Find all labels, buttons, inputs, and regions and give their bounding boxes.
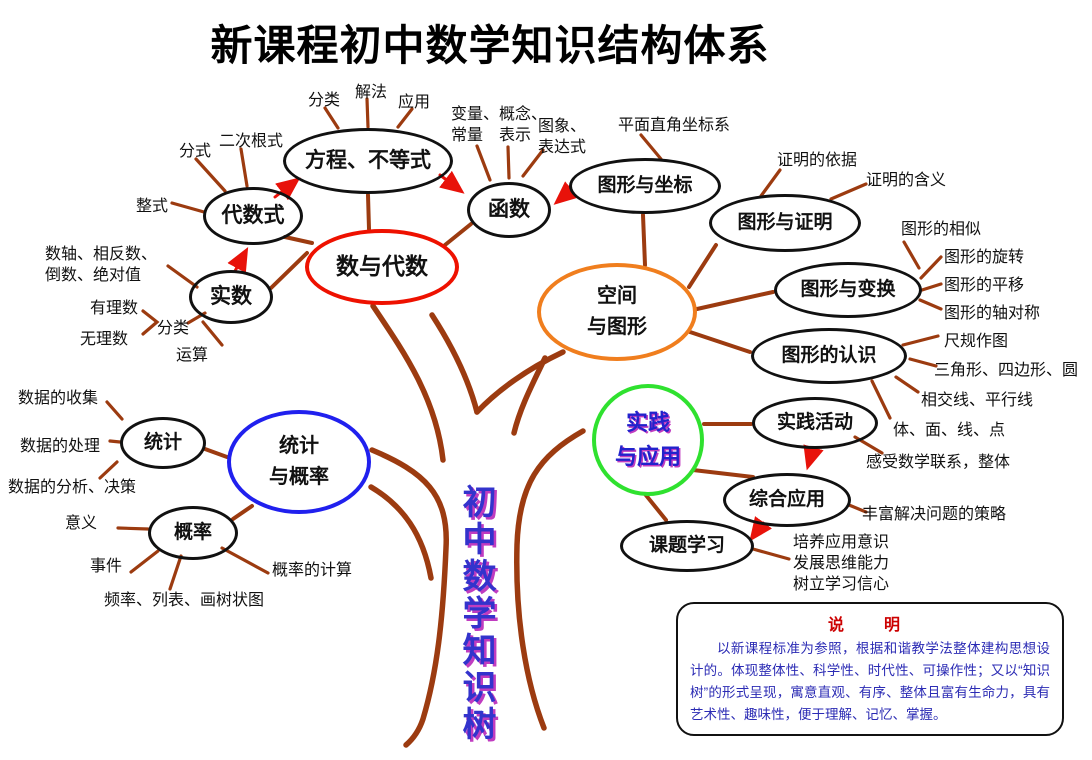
label-ying-yong: 应用: [398, 94, 431, 111]
label-feng-fu-jie-jue-wen-ti: 丰富解决问题的策略: [862, 506, 1007, 523]
node-label: 图形与变换: [800, 279, 896, 301]
branch-lines: [203, 193, 775, 522]
label-yi-yi: 意义: [65, 515, 98, 532]
note-box: 说 明 以新课程标准为参照，根据和谐教学法整体建构思想设计的。体现整体性、科学性…: [676, 602, 1064, 737]
node-label: 代数式: [221, 203, 285, 227]
node-shi-jian-huo-dong: 实践活动: [752, 397, 878, 449]
node-label: 统计: [143, 432, 182, 454]
label-wu-li-shu: 无理数: [80, 331, 129, 348]
label-xiang-jiao-xian-ping-xing-xian: 相交线、平行线: [921, 392, 1034, 409]
node-shi-shu: 实数: [189, 270, 273, 324]
label-san-jiao-xing-si-bian-xing-yuan: 三角形、四边形、圆: [934, 362, 1079, 379]
node-ke-ti-xue-xi: 课题学习: [620, 520, 754, 572]
label-zheng-shi: 整式: [136, 198, 169, 215]
label-zheng-ming-de-yi-ju: 证明的依据: [777, 152, 858, 169]
node-shi-jian-yu-ying-yong: 实践与应用: [592, 384, 704, 496]
label-fen-shi: 分式: [179, 143, 212, 160]
label-fen-lei-top: 分类: [308, 92, 341, 109]
node-label: 图形与证明: [737, 212, 833, 234]
label-ping-mian-zhi-jiao-zuo-biao-xi: 平面直角坐标系: [618, 117, 731, 134]
label-jie-fa: 解法: [355, 84, 388, 101]
label-tu-xing-de-xiang-si: 图形的相似: [901, 221, 982, 238]
label-tu-xing-de-ping-yi: 图形的平移: [944, 277, 1025, 294]
label-er-ci-gen-shi: 二次根式: [219, 133, 284, 150]
node-zong-he-ying-yong: 综合应用: [723, 473, 851, 527]
label-you-li-shu: 有理数: [90, 300, 139, 317]
label-shu-ju-de-fen-xi: 数据的分析、决策: [8, 479, 137, 496]
node-tu-xing-de-ren-shi: 图形的认识: [751, 328, 907, 384]
node-label: 与应用: [614, 444, 681, 469]
node-label: 数与代数: [336, 253, 428, 280]
label-tu-xing-de-zhou-dui-chen: 图形的轴对称: [944, 305, 1041, 322]
node-label: 与概率: [269, 466, 329, 488]
label-tu-xing-de-xuan-zhuan: 图形的旋转: [944, 249, 1025, 266]
label-gai-lv-de-ji-suan: 概率的计算: [272, 562, 353, 579]
node-tu-xing-yu-bian-huan: 图形与变换: [774, 262, 922, 318]
label-fen-lei-2: 分类: [157, 320, 190, 337]
node-tu-xing-yu-zuo-biao: 图形与坐标: [569, 158, 721, 214]
label-shu-ju-de-shou-ji: 数据的收集: [18, 390, 99, 407]
label-shi-jian-2: 事件: [90, 558, 123, 575]
label-shu-zhou-xiang-fan-shu: 数轴、相反数、 倒数、绝对值: [45, 246, 158, 284]
node-label: 图形的认识: [781, 345, 877, 367]
node-kong-jian-yu-tu-xing: 空间与图形: [537, 263, 697, 361]
trunk-label: 初中数学知识树: [457, 484, 495, 743]
note-title: 说 明: [827, 617, 912, 634]
node-dai-shu-shi: 代数式: [203, 187, 303, 245]
label-shu-ju-de-chu-li: 数据的处理: [20, 438, 101, 455]
node-label: 课题学习: [648, 535, 725, 557]
node-label: 统计: [279, 435, 319, 457]
node-label: 与图形: [587, 316, 647, 338]
note-body: 以新课程标准为参照，根据和谐教学法整体建构思想设计的。体现整体性、科学性、时代性…: [690, 641, 1050, 722]
node-fang-cheng-bu-deng-shi: 方程、不等式: [283, 128, 453, 194]
label-chi-gui-zuo-tu: 尺规作图: [944, 333, 1009, 350]
node-gai-lv: 概率: [148, 506, 238, 560]
label-yun-suan: 运算: [176, 347, 209, 364]
node-shu-yu-dai-shu: 数与代数: [305, 229, 459, 305]
connector-lines: [98, 97, 943, 591]
label-zheng-ming-de-han-yi: 证明的含义: [866, 172, 947, 189]
label-ti-mian-xian-dian: 体、面、线、点: [893, 422, 1006, 439]
label-bian-liang-gai-nian: 变量、概念、 常量 表示: [451, 106, 548, 144]
node-tong-ji-yu-gai-lv: 统计与概率: [227, 410, 371, 514]
label-tu-xiang-biao-da-shi: 图象、 表达式: [538, 118, 587, 156]
red-arrows: [227, 170, 824, 542]
tree-trunk: [368, 303, 586, 748]
page-title: 新课程初中数学知识结构体系: [210, 22, 770, 69]
node-label: 空间: [597, 285, 637, 307]
node-label: 方程、不等式: [305, 148, 431, 172]
label-gan-shou-shu-xue-lian-xi: 感受数学联系，整体: [866, 454, 1011, 471]
label-pin-lv-lie-biao: 频率、列表、画树状图: [104, 592, 265, 609]
node-label: 图形与坐标: [597, 175, 693, 197]
node-label: 实数: [210, 284, 252, 308]
label-pei-yang-ying-yong-yi-shi: 培养应用意识 发展思维能力 树立学习信心: [793, 534, 890, 593]
node-label: 综合应用: [748, 489, 825, 511]
node-label: 实践活动: [776, 412, 853, 434]
node-label: 函数: [488, 197, 530, 221]
node-label: 概率: [173, 522, 212, 544]
node-label: 实践: [625, 409, 670, 435]
node-han-shu: 函数: [467, 182, 551, 238]
node-tong-ji: 统计: [120, 417, 206, 469]
node-tu-xing-yu-zheng-ming: 图形与证明: [709, 194, 861, 252]
